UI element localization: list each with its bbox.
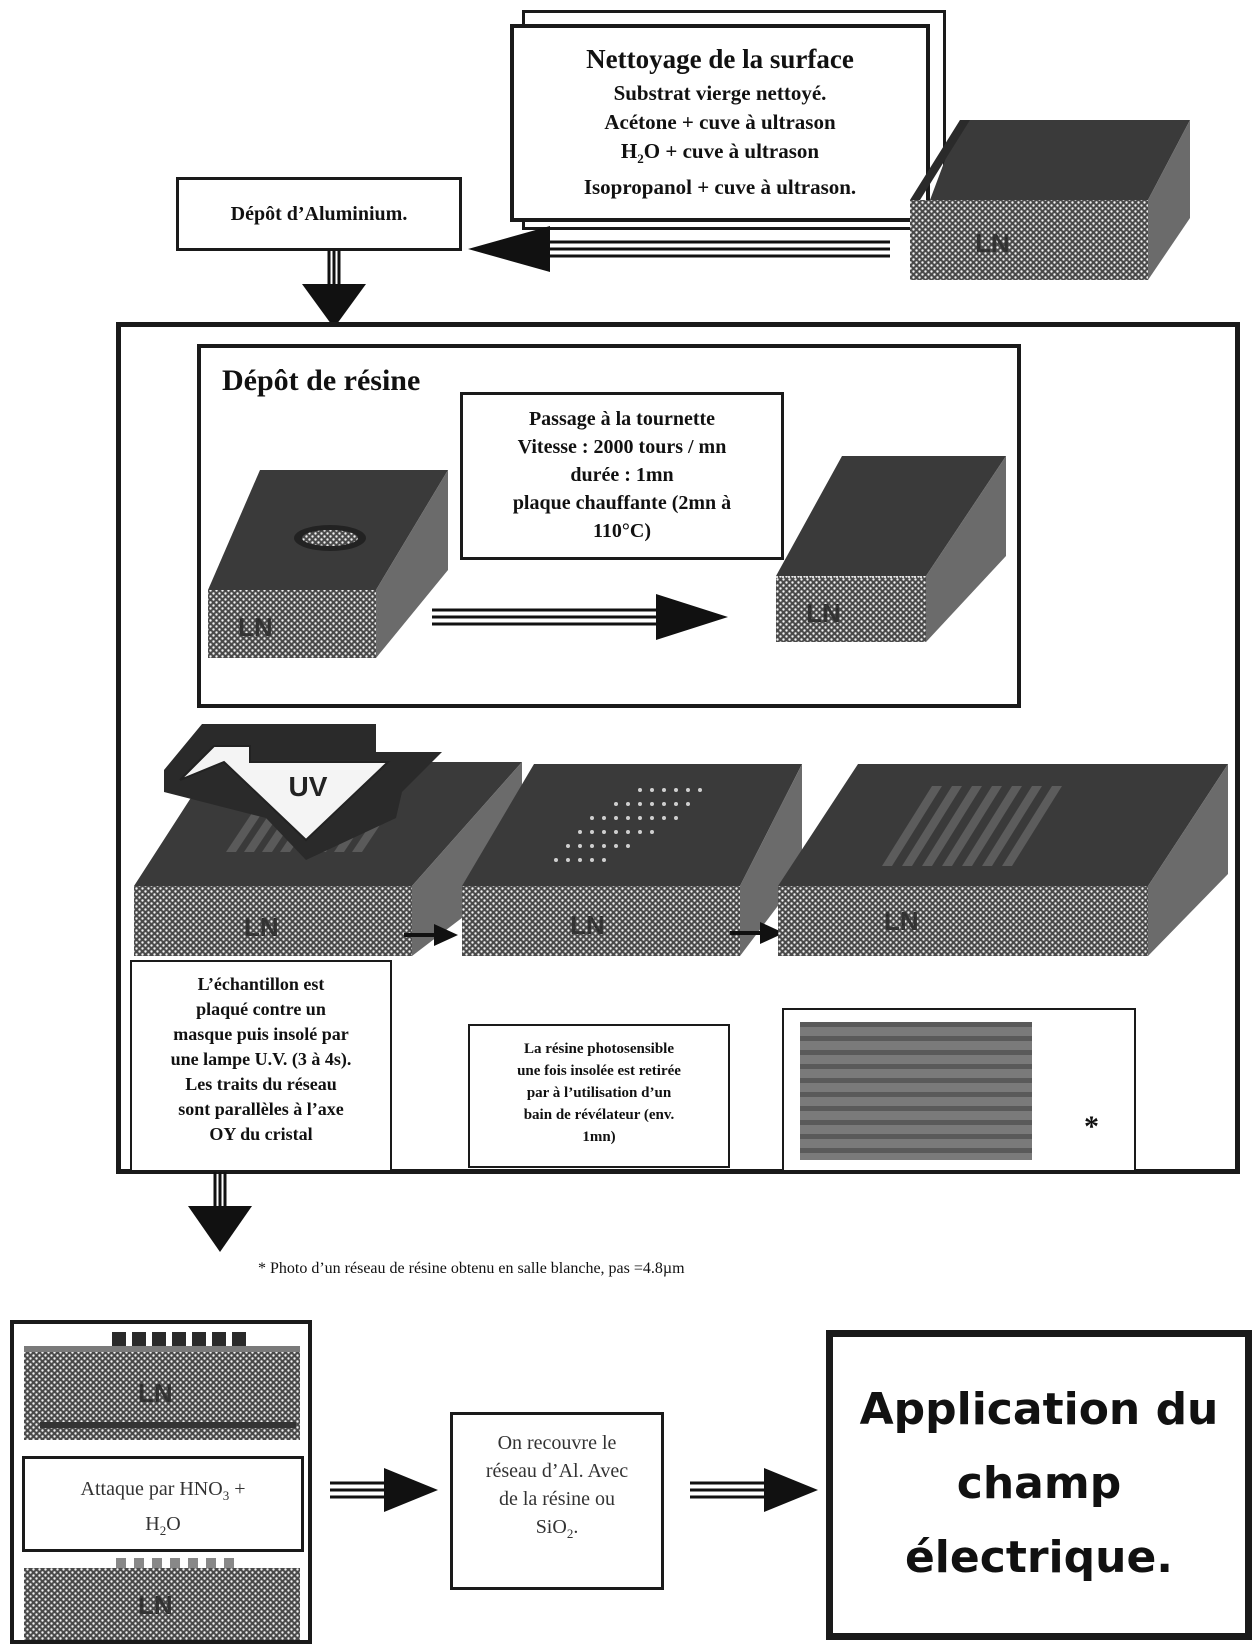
application-line-1: Application du [833,1373,1245,1447]
spin-line-2: Vitesse : 2000 tours / mn [463,433,781,461]
development-box: La résine photosensible une fois insolée… [468,1024,730,1168]
spin-box: Passage à la tournette Vitesse : 2000 to… [460,392,784,560]
ln-label-developed: LN [570,910,605,940]
photo-marker: * [1084,1110,1099,1144]
coating-line-1: On recouvre le [453,1429,661,1457]
cleaning-line-2: Acétone + cuve à ultrason [514,108,926,137]
ln-label-resin-drop: LN [238,612,273,642]
arrow-small-1 [404,920,460,950]
arrow-down-1 [298,250,370,330]
spin-line-1: Passage à la tournette [463,405,781,433]
arrow-spin [432,592,732,642]
photo-box: * [782,1008,1136,1172]
cleaning-line-3: H2O + cuve à ultrason [514,137,926,173]
insolation-line-2: plaqué contre un [132,997,390,1022]
ln-with-resin-drop: LN [200,460,460,670]
coating-line-4: SiO2. [453,1513,661,1548]
arrow-to-aluminium [468,224,896,274]
grating-sample: LN [772,746,1232,956]
ln-substrate-initial: LN [900,90,1220,290]
ln-label-initial: LN [975,228,1010,258]
ln-label-grating: LN [884,906,919,936]
insolation-line-3: masque puis insolé par [132,1022,390,1047]
coating-box: On recouvre le réseau d’Al. Avec de la r… [450,1412,664,1590]
arrow-to-coating [330,1466,440,1514]
footnote: * Photo d’un réseau de résine obtenu en … [258,1260,685,1278]
etching-line-2: H2O [25,1510,301,1545]
cleaning-box: Nettoyage de la surface Substrat vierge … [510,24,930,222]
development-line-3: par à l’utilisation d’un [470,1082,728,1104]
arrow-down-2 [184,1172,256,1254]
uv-label: UV [289,771,328,802]
ln-etched: LN [20,1556,304,1642]
aluminium-box: Dépôt d’Aluminium. [176,177,462,251]
spin-line-5: 110°C) [463,517,781,545]
development-line-5: 1mn) [470,1126,728,1148]
application-line-2: champ [833,1447,1245,1521]
insolation-line-6: sont parallèles à l’axe [132,1097,390,1122]
grating-photo [800,1022,1032,1160]
spin-line-3: durée : 1mn [463,461,781,489]
insolation-box: L’échantillon est plaqué contre un masqu… [130,960,392,1172]
coating-line-3: de la résine ou [453,1485,661,1513]
spin-line-4: plaque chauffante (2mn à [463,489,781,517]
application-line-3: électrique. [833,1521,1245,1595]
aluminium-label: Dépôt d’Aluminium. [231,203,408,225]
development-line-1: La résine photosensible [470,1038,728,1060]
insolation-line-1: L’échantillon est [132,972,390,997]
arrow-to-application [690,1466,820,1514]
ln-label-uv: LN [244,912,279,942]
cleaning-line-4: Isopropanol + cuve à ultrason. [514,173,926,202]
ln-label-resin-coating: LN [806,598,841,628]
etching-box: Attaque par HNO3 + H2O [22,1456,304,1552]
ln-with-aluminium-grating: LN [20,1330,304,1440]
ln-with-resin-coating: LN [770,446,1010,656]
development-line-2: une fois insolée est retirée [470,1060,728,1082]
insolation-line-5: Les traits du réseau [132,1072,390,1097]
cleaning-title: Nettoyage de la surface [514,44,926,75]
etching-line-1: Attaque par HNO3 + [25,1475,301,1510]
application-box: Application du champ électrique. [826,1330,1252,1640]
ln-label-etch-bottom: LN [138,1590,173,1620]
insolation-line-4: une lampe U.V. (3 à 4s). [132,1047,390,1072]
insolation-line-7: OY du cristal [132,1122,390,1147]
resin-title: Dépôt de résine [222,364,420,398]
ln-label-etch-top: LN [138,1378,173,1408]
coating-line-2: réseau d’Al. Avec [453,1457,661,1485]
cleaning-line-1: Substrat vierge nettoyé. [514,79,926,108]
development-line-4: bain de révélateur (env. [470,1104,728,1126]
